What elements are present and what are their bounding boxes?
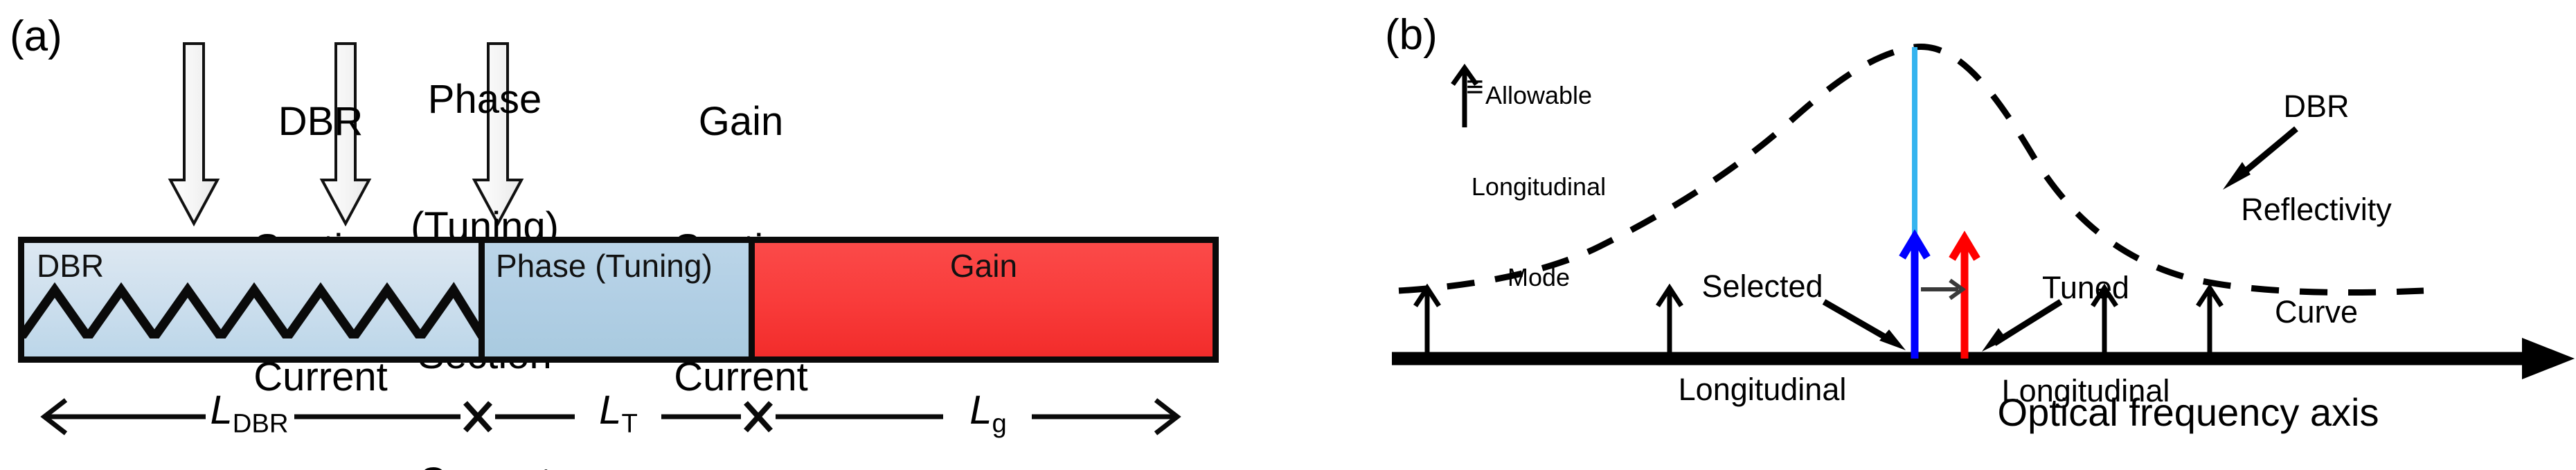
tuning-shift-arrow-icon bbox=[1921, 278, 1967, 300]
dim-subscript: T bbox=[621, 408, 638, 439]
selected-mode-pointer-arrow bbox=[1822, 299, 1906, 350]
phase-section-current-arrow-icon bbox=[319, 42, 372, 227]
label-line: Gain bbox=[698, 98, 784, 144]
dbr-section-current-arrow-icon bbox=[168, 42, 220, 227]
annotation-line: Reflectivity bbox=[2241, 191, 2392, 227]
dimension-line bbox=[40, 398, 1181, 435]
selected-longitudinal-mode-arrow bbox=[1899, 47, 1931, 359]
dim-symbol: L bbox=[599, 388, 622, 433]
panel-b-label: (b) bbox=[1385, 11, 1438, 59]
device-section-phase-tuning[interactable]: Phase (Tuning) bbox=[478, 243, 749, 356]
dimension-label-tuning: LT bbox=[599, 389, 638, 438]
section-label-gain: Gain bbox=[949, 248, 1018, 284]
laser-device-bar: DBR Phase (Tuning) Gain bbox=[18, 237, 1219, 363]
allowable-mode-arrow-4 bbox=[2196, 283, 2224, 363]
optical-frequency-axis-label: Optical frequency axis bbox=[1997, 390, 2379, 434]
label-line: Current bbox=[411, 461, 559, 470]
legend-up-arrow-icon bbox=[1451, 63, 1478, 127]
dbr-reflectivity-curve-label: DBR Reflectivity Curve bbox=[2241, 21, 2392, 398]
annotation-line: Longitudinal bbox=[2001, 372, 2170, 408]
tuned-mode-pointer-arrow bbox=[1982, 299, 2063, 352]
legend-equivalence-icon: ≡ bbox=[1466, 70, 1484, 104]
allowable-mode-arrow-3 bbox=[2091, 283, 2118, 363]
annotation-line: Longitudinal bbox=[1678, 371, 1847, 407]
allowable-mode-arrow-1 bbox=[1413, 283, 1441, 363]
dbr-reflectivity-pointer-arrow bbox=[2223, 126, 2298, 190]
label-line: Phase bbox=[427, 76, 542, 122]
legend-line: Longitudinal bbox=[1471, 172, 1607, 201]
optical-frequency-axis bbox=[1392, 338, 2575, 379]
tuned-longitudinal-mode-arrow bbox=[1949, 231, 1980, 359]
annotation-line: Curve bbox=[2274, 294, 2359, 329]
dim-subscript: DBR bbox=[232, 408, 289, 439]
annotation-line: Selected bbox=[1701, 269, 1823, 304]
dim-symbol: L bbox=[969, 388, 992, 433]
panel-a-label: (a) bbox=[10, 12, 62, 60]
label-line: DBR bbox=[278, 98, 364, 144]
allowable-mode-arrow-2 bbox=[1656, 283, 1683, 363]
dimension-label-gain: Lg bbox=[969, 389, 1007, 438]
grating-zigzag-icon bbox=[24, 282, 478, 338]
dimension-label-dbr: LDBR bbox=[210, 389, 288, 438]
gain-section-current-arrow-icon bbox=[472, 42, 524, 227]
dim-subscript: g bbox=[992, 408, 1007, 439]
dbr-reflectivity-curve bbox=[1398, 43, 2424, 296]
device-section-gain[interactable]: Gain bbox=[749, 243, 1213, 356]
device-section-dbr[interactable]: DBR bbox=[24, 243, 478, 356]
selected-longitudinal-mode-label: Selected Longitudinal Mode bbox=[1679, 201, 1847, 470]
legend-text: Allowable Longitudinal Mode bbox=[1472, 19, 1606, 354]
annotation-line: DBR bbox=[2283, 89, 2350, 124]
dim-symbol: L bbox=[210, 388, 233, 433]
section-label-phase-tuning: Phase (Tuning) bbox=[496, 248, 713, 284]
tuned-longitudinal-mode-label: Tuned Longitudinal Mode bbox=[2002, 202, 2170, 470]
section-label-dbr: DBR bbox=[37, 248, 105, 284]
legend-line: Allowable bbox=[1485, 80, 1593, 109]
annotation-line: Tuned bbox=[2042, 270, 2129, 305]
